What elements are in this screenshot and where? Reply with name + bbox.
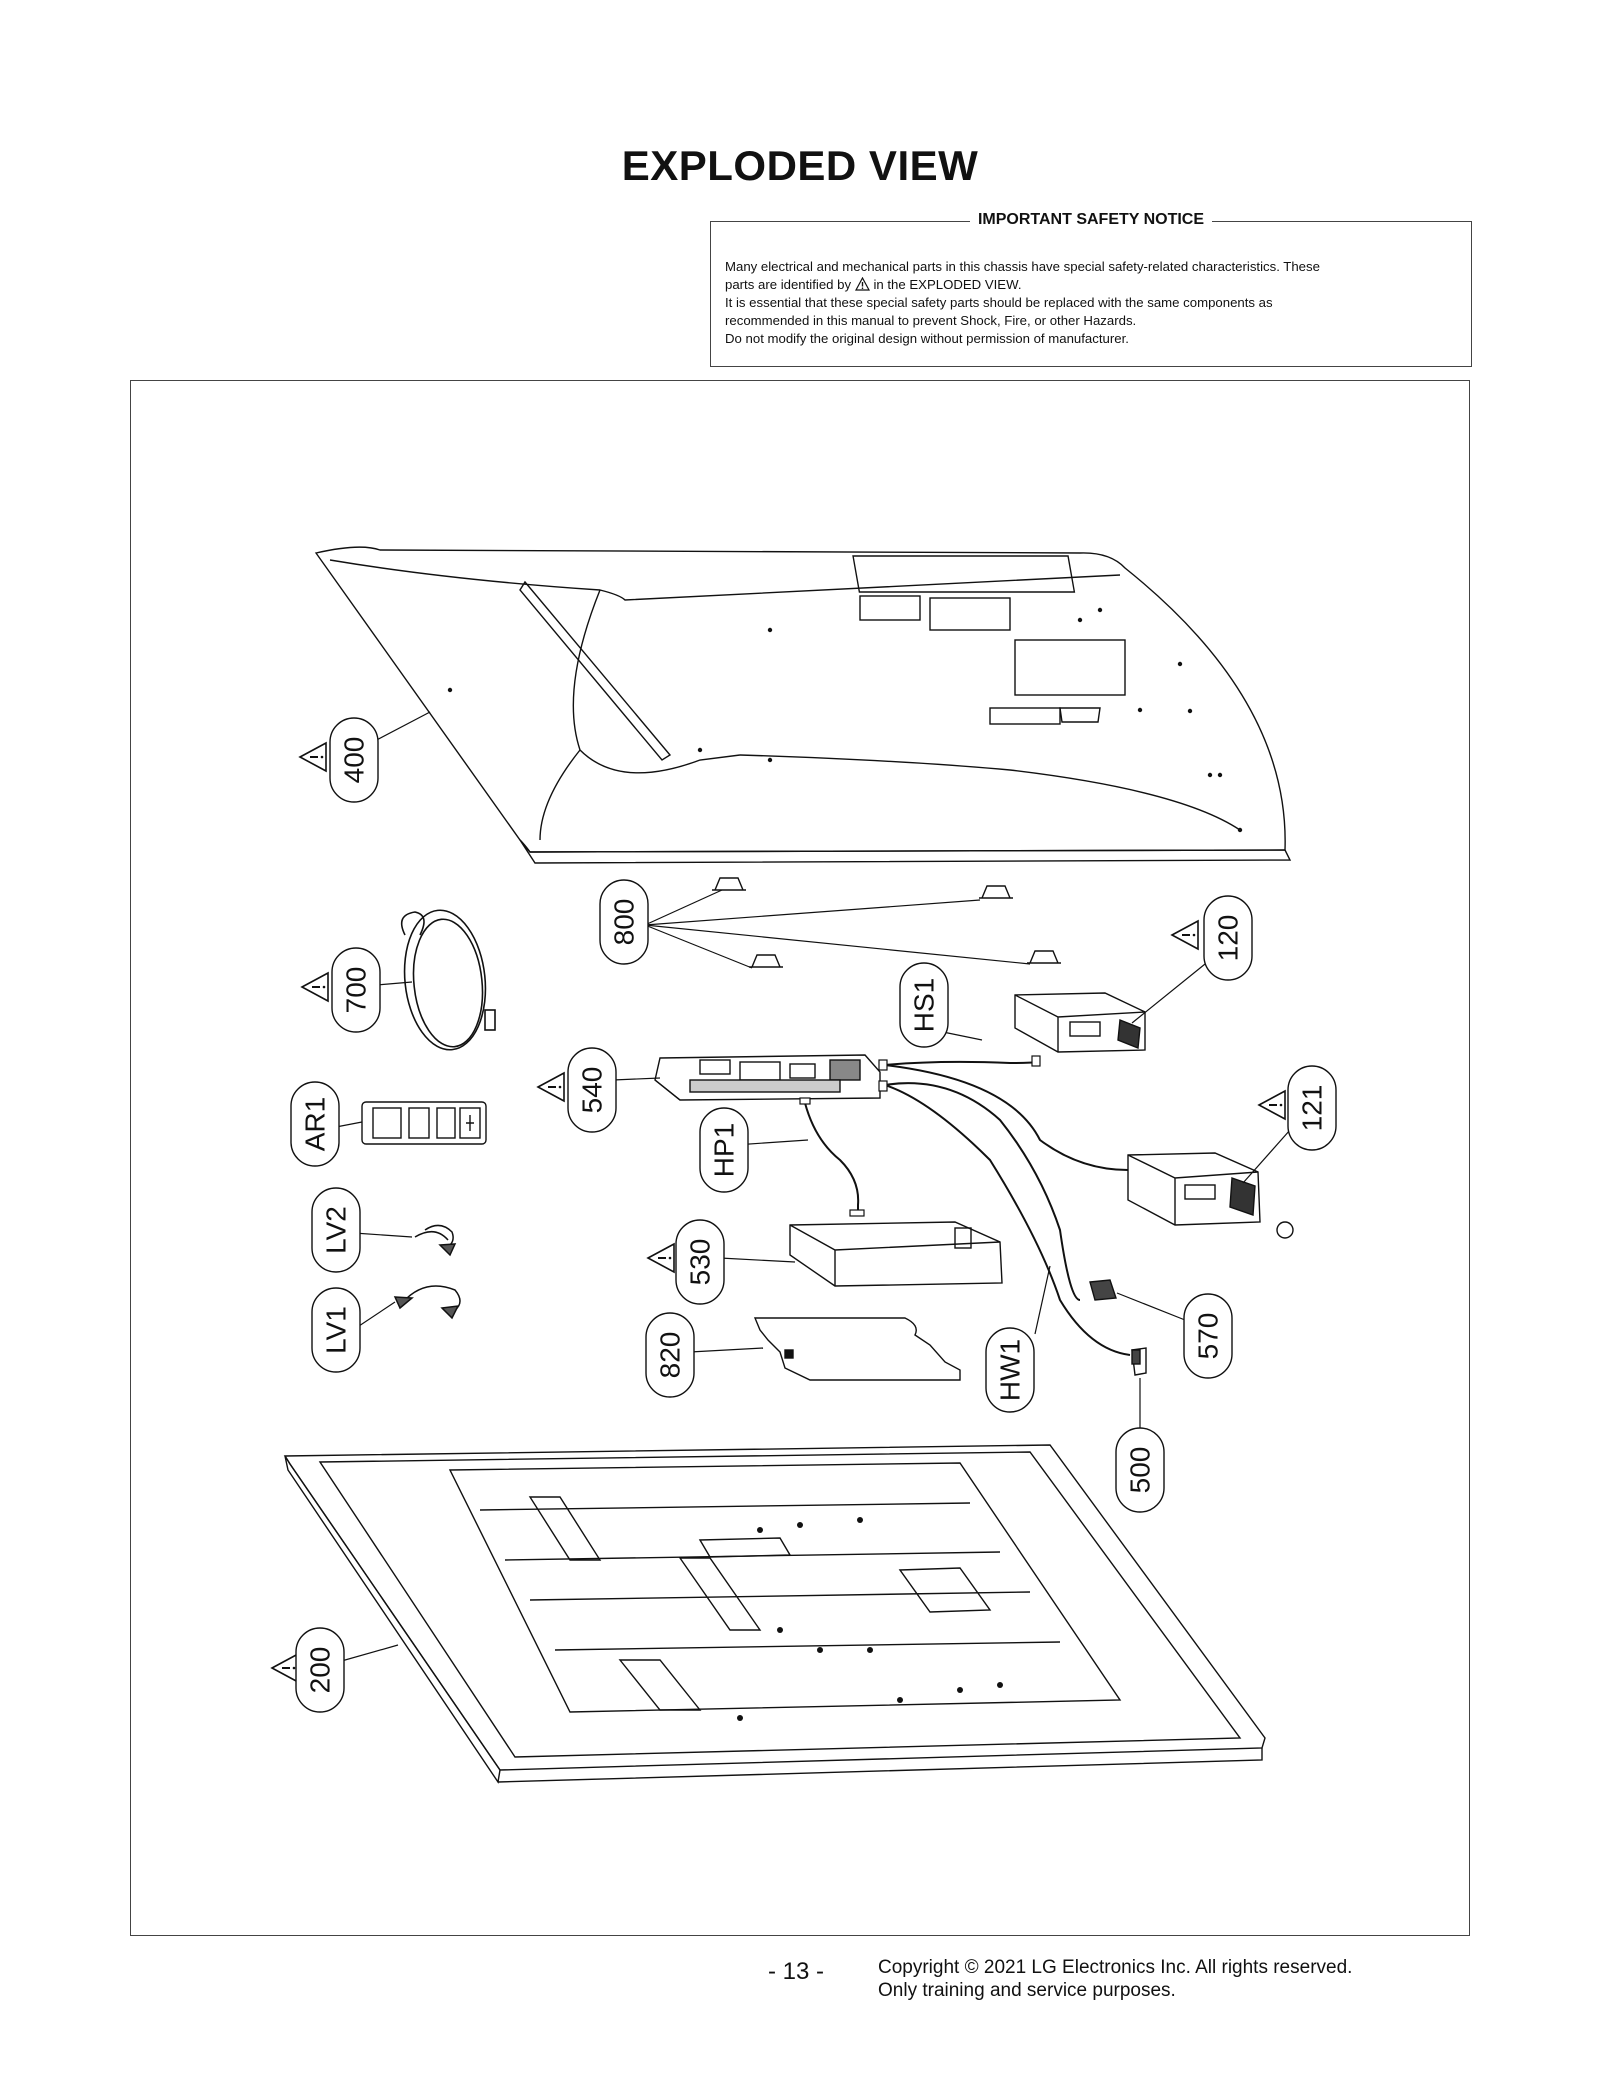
svg-text:530: 530 (685, 1239, 716, 1286)
speaker-right-part (1014, 992, 1146, 1053)
label-hw1: HW1 (985, 1327, 1035, 1413)
label-400: 400 (329, 717, 379, 803)
svg-text:120: 120 (1213, 915, 1244, 962)
speaker-left-part (1127, 1152, 1294, 1239)
svg-text:820: 820 (655, 1332, 686, 1379)
display-module-part (283, 1444, 1266, 1784)
page-title: EXPLODED VIEW (621, 142, 979, 189)
label-120: 120 (1203, 895, 1253, 981)
label-570: 570 (1183, 1293, 1233, 1379)
label-700: 700 (331, 947, 381, 1033)
svg-text:LV1: LV1 (321, 1306, 352, 1354)
svg-text:HW1: HW1 (995, 1339, 1026, 1401)
lvds-cables-part (393, 1224, 461, 1320)
label-hs1: HS1 (899, 962, 949, 1048)
notice-line-5: Do not modify the original design withou… (725, 331, 1129, 346)
back-cover-holes (447, 607, 1243, 833)
svg-text:400: 400 (339, 737, 370, 784)
label-820: 820 (645, 1312, 695, 1398)
svg-text:200: 200 (305, 1647, 336, 1694)
power-cord-part (400, 909, 496, 1051)
svg-text:800: 800 (609, 899, 640, 946)
notice-line-4: recommended in this manual to prevent Sh… (725, 313, 1137, 328)
copyright-notice: Copyright © 2021 LG Electronics Inc. All… (878, 1956, 1352, 2002)
svg-text:HP1: HP1 (709, 1123, 740, 1177)
display-module-details (737, 1517, 1003, 1721)
svg-text:AR1: AR1 (300, 1097, 331, 1151)
purpose-line: Only training and service purposes. (878, 1980, 1176, 2001)
small-boards-part (1089, 1279, 1147, 1376)
notice-line-3: It is essential that these special safet… (725, 295, 1273, 310)
label-200: 200 (295, 1627, 345, 1713)
clip-parts (712, 877, 1061, 968)
wire-harnesses (804, 1060, 1131, 1356)
copyright-line: Copyright © 2021 LG Electronics Inc. All… (878, 1957, 1353, 1978)
svg-text:570: 570 (1193, 1313, 1224, 1360)
back-cover-part (314, 546, 1292, 864)
svg-text:HS1: HS1 (909, 978, 940, 1032)
safety-notice-title: IMPORTANT SAFETY NOTICE (969, 211, 1213, 228)
remote-control-part (361, 1101, 487, 1145)
insulator-sheet-part (753, 1317, 961, 1381)
svg-text:500: 500 (1125, 1447, 1156, 1494)
warning-triangle-icons (271, 742, 1286, 1683)
diagram-frame (130, 380, 1470, 1936)
label-500: 500 (1115, 1427, 1165, 1513)
label-530: 530 (675, 1219, 725, 1305)
label-hp1: HP1 (699, 1107, 749, 1193)
label-121: 121 (1287, 1065, 1337, 1151)
svg-text:540: 540 (577, 1067, 608, 1114)
label-800: 800 (599, 879, 649, 965)
main-board-part (654, 1054, 881, 1101)
label-ar1: AR1 (290, 1081, 340, 1167)
notice-line-1: Many electrical and mechanical parts in … (725, 259, 1320, 274)
svg-text:121: 121 (1297, 1085, 1328, 1132)
leader-lines (335, 711, 1291, 1663)
notice-line-2: parts are identified by in the EXPLODED … (725, 277, 1022, 292)
safety-notice: IMPORTANT SAFETY NOTICE Many electrical … (710, 211, 1472, 367)
warning-triangle-icon (854, 277, 870, 291)
wire-connectors (799, 1055, 1041, 1217)
safety-notice-body: Many electrical and mechanical parts in … (725, 258, 1457, 348)
svg-text:700: 700 (341, 967, 372, 1014)
label-540: 540 (567, 1047, 617, 1133)
power-board-part (789, 1221, 1003, 1287)
label-lv2: LV2 (311, 1187, 361, 1273)
svg-text:LV2: LV2 (321, 1206, 352, 1254)
part-labels: 400 800 120 700 HS1 540 121 AR1 (290, 717, 1337, 1713)
label-lv1: LV1 (311, 1287, 361, 1373)
page-number: - 13 - (768, 1958, 825, 1985)
